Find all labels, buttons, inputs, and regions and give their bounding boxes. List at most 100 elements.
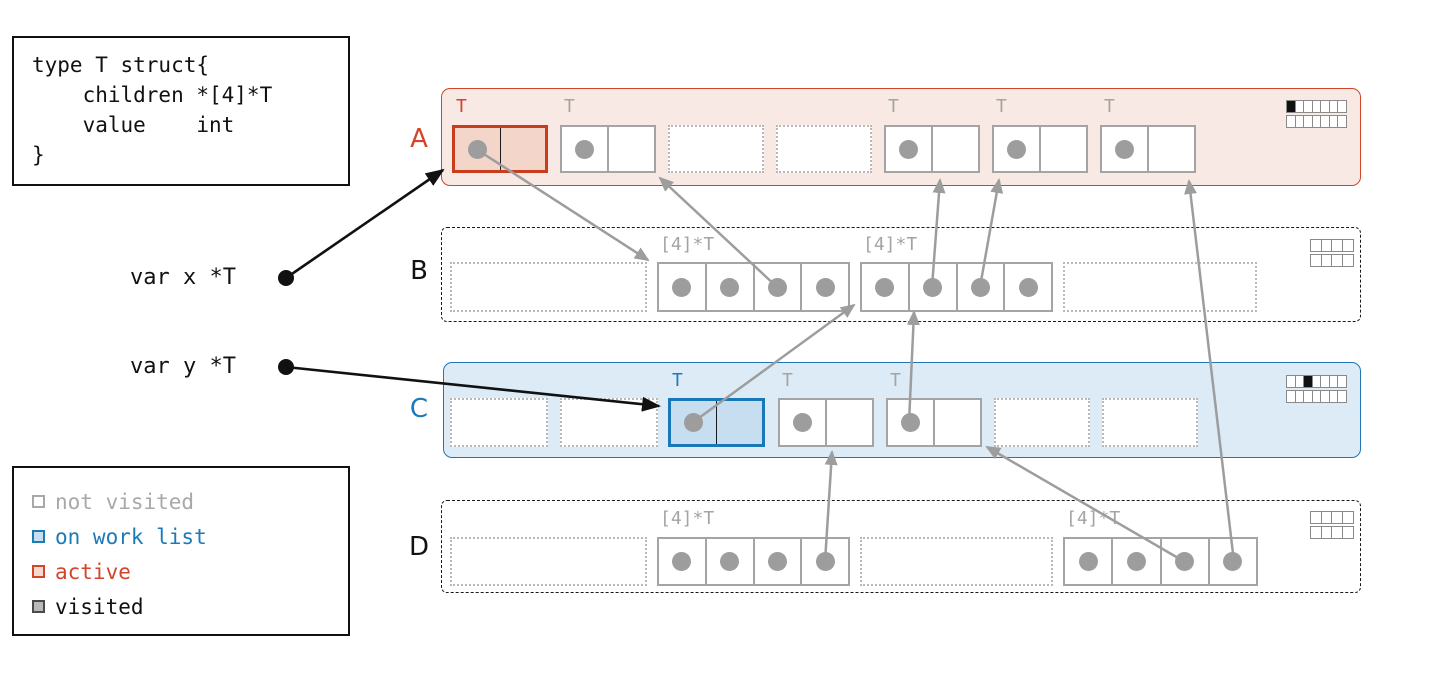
free-slot <box>776 125 872 173</box>
value-cell <box>825 400 872 445</box>
pointer-dot <box>1007 139 1026 159</box>
value-cell <box>931 127 978 171</box>
value-cell <box>1147 127 1194 171</box>
var-x-label: var x *T <box>130 265 236 290</box>
pointer-dot <box>767 277 787 297</box>
array-object <box>860 262 1053 312</box>
children-pointer-cell <box>671 401 716 444</box>
legend-label: on work list <box>55 524 207 549</box>
on-work-list-swatch-icon <box>32 530 45 543</box>
array-cell <box>704 264 753 310</box>
var-x-pointer-dot <box>278 270 294 286</box>
array-cell <box>1159 539 1208 584</box>
pointer-dot <box>672 552 692 571</box>
type-label: T <box>890 370 901 391</box>
pointer-dot <box>1126 552 1146 571</box>
array-cell <box>1207 539 1256 584</box>
pointer-dot <box>970 277 990 297</box>
array-object <box>657 537 850 586</box>
legend-item-on-work-list: on work list <box>30 519 348 554</box>
array-cell <box>955 264 1004 310</box>
struct-definition-code: type T struct{ children *[4]*T value int… <box>32 53 273 167</box>
object-T-active <box>452 125 548 173</box>
var-y-pointer-dot <box>278 359 294 375</box>
array-cell <box>1065 539 1111 584</box>
children-pointer-cell <box>888 400 933 445</box>
array-cell <box>752 264 801 310</box>
type-label: T <box>456 96 467 117</box>
array-object <box>1063 537 1258 586</box>
legend-item-visited: visited <box>30 589 348 624</box>
mark-bitmap-icon <box>1310 239 1354 269</box>
value-cell <box>933 400 980 445</box>
array-cell <box>659 264 705 310</box>
not-visited-swatch-icon <box>32 495 45 508</box>
span-d-label: D <box>408 532 430 562</box>
type-label: T <box>564 96 575 117</box>
type-label: T <box>672 370 683 391</box>
pointer-dot <box>815 277 835 297</box>
object-T <box>886 398 982 447</box>
value-cell <box>607 127 654 171</box>
legend-label: active <box>55 559 131 584</box>
free-slot <box>450 537 647 586</box>
pointer-dot <box>720 552 740 571</box>
pointer-dot <box>672 277 692 297</box>
mark-bitmap-icon <box>1286 375 1347 405</box>
pointer-dot <box>1115 139 1134 159</box>
pointer-dot <box>875 277 895 297</box>
pointer-dot <box>1223 552 1243 571</box>
free-slot <box>994 398 1090 447</box>
type-label: [4]*T <box>660 234 715 255</box>
active-swatch-icon <box>32 565 45 578</box>
object-T <box>1100 125 1196 173</box>
type-label: [4]*T <box>660 508 715 529</box>
pointer-dot <box>575 139 594 159</box>
object-T <box>560 125 656 173</box>
array-cell <box>862 264 908 310</box>
object-T-on-work-list <box>668 398 765 447</box>
free-slot <box>450 262 647 312</box>
legend-label: not visited <box>55 489 195 514</box>
free-slot <box>1102 398 1198 447</box>
span-a-label: A <box>410 124 428 154</box>
var-y-label: var y *T <box>130 354 236 379</box>
array-cell <box>704 539 753 584</box>
struct-definition-box: type T struct{ children *[4]*T value int… <box>12 36 350 186</box>
value-cell <box>716 401 762 444</box>
free-slot <box>860 537 1053 586</box>
legend-label: visited <box>55 594 144 619</box>
children-pointer-cell <box>1102 127 1147 171</box>
object-T <box>778 398 874 447</box>
pointer-dot <box>720 277 740 297</box>
type-label: [4]*T <box>863 234 918 255</box>
pointer-dot <box>767 552 787 571</box>
children-pointer-cell <box>886 127 931 171</box>
array-cell <box>800 539 848 584</box>
pointer-dot <box>901 413 920 432</box>
array-cell <box>752 539 801 584</box>
children-pointer-cell <box>780 400 825 445</box>
array-cell <box>659 539 705 584</box>
pointer-dot <box>684 413 703 432</box>
pointer-dot <box>899 139 918 159</box>
children-pointer-cell <box>455 128 500 170</box>
pointer-dot <box>793 413 812 432</box>
mark-bitmap-icon <box>1310 511 1354 541</box>
legend-item-active: active <box>30 554 348 589</box>
children-pointer-cell <box>562 127 607 171</box>
free-slot <box>450 398 548 447</box>
array-cell <box>1003 264 1051 310</box>
type-label: [4]*T <box>1066 508 1121 529</box>
children-pointer-cell <box>994 127 1039 171</box>
type-label: T <box>888 96 899 117</box>
free-slot <box>1063 262 1257 312</box>
type-label: T <box>782 370 793 391</box>
mark-bitmap-icon <box>1286 100 1347 130</box>
array-cell <box>800 264 848 310</box>
value-cell <box>1039 127 1086 171</box>
object-T <box>884 125 980 173</box>
pointer-dot <box>923 277 943 297</box>
pointer-dot <box>1018 277 1038 297</box>
